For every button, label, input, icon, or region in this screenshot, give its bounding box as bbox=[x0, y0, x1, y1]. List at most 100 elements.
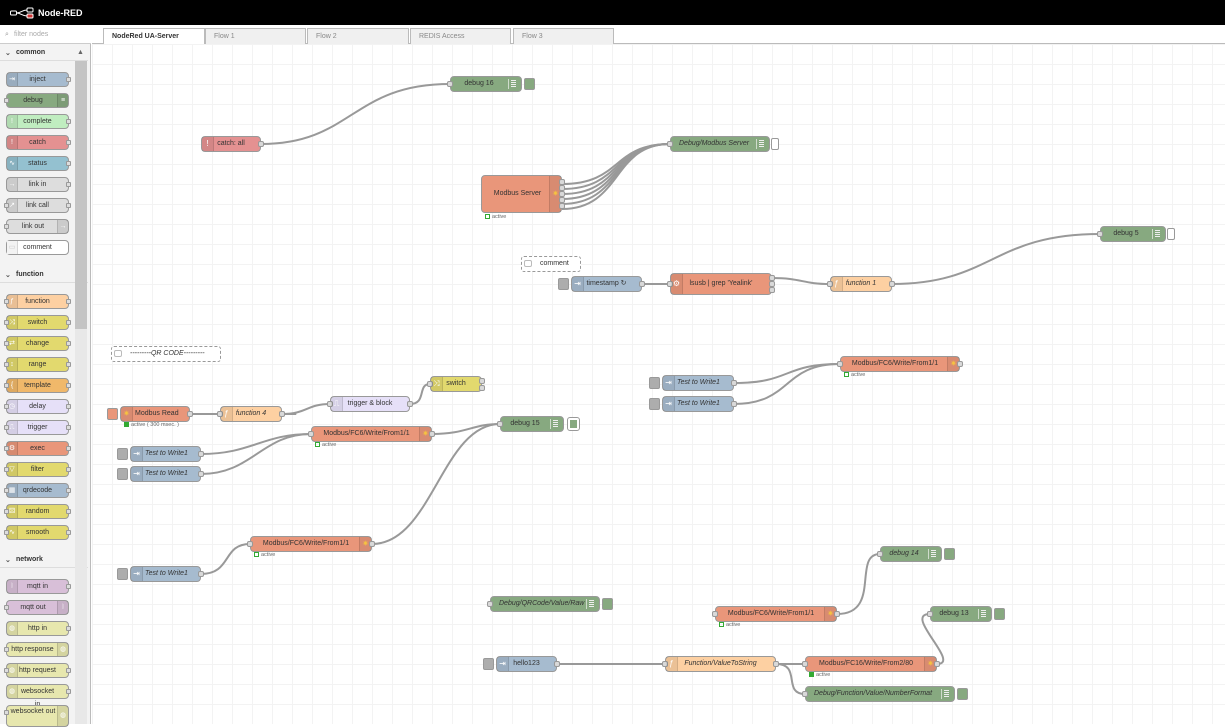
node-debug-16[interactable]: debug 16 bbox=[447, 76, 535, 92]
palette-node-smooth[interactable]: ∿smooth bbox=[4, 525, 71, 540]
palette-node-range[interactable]: ↕range bbox=[4, 357, 71, 372]
output-port bbox=[66, 467, 71, 472]
palette-node-template[interactable]: {template bbox=[4, 378, 71, 393]
tab-flow-1[interactable]: Flow 1 bbox=[205, 28, 306, 44]
palette-node-change[interactable]: ⇄change bbox=[4, 336, 71, 351]
inject-button[interactable] bbox=[649, 398, 660, 410]
node-catch-all[interactable]: ! catch: all bbox=[201, 136, 264, 152]
tab-flow-3[interactable]: Flow 3 bbox=[513, 28, 614, 44]
output-port bbox=[639, 281, 645, 287]
palette-category-network[interactable]: ⌄ network bbox=[0, 552, 88, 568]
palette-node-comment[interactable]: ▭comment bbox=[6, 240, 69, 255]
debug-toggle-button[interactable] bbox=[1167, 228, 1175, 240]
node-debug-14[interactable]: debug 14 bbox=[877, 546, 955, 562]
output-port bbox=[834, 611, 840, 617]
node-modbus-read[interactable]: ✷ Modbus Read bbox=[107, 406, 193, 422]
output-port bbox=[66, 689, 71, 694]
inject-button[interactable] bbox=[117, 448, 128, 460]
modbus-read-toggle[interactable] bbox=[107, 408, 118, 420]
node-modbus-server[interactable]: Modbus Server ✷ bbox=[481, 175, 565, 213]
inject-button[interactable] bbox=[117, 468, 128, 480]
node-function-value-to-string[interactable]: ƒ Function/ValueToString bbox=[662, 656, 779, 672]
node-test-write-b1[interactable]: ⇥ Test to Write1 bbox=[117, 446, 204, 462]
node-modbus-write-d[interactable]: Modbus/FC6/Write/From1/1 ✷ bbox=[712, 606, 840, 622]
node-test-write-c[interactable]: ⇥ Test to Write1 bbox=[117, 566, 204, 582]
node-test-write-b2[interactable]: ⇥ Test to Write1 bbox=[117, 466, 204, 482]
inject-button[interactable] bbox=[483, 658, 494, 670]
node-modbus-write-b[interactable]: Modbus/FC6/Write/From1/1 ✷ bbox=[308, 426, 435, 442]
node-modbus-write-fc16[interactable]: Modbus/FC16/Write/From2/80 ✷ bbox=[802, 656, 940, 672]
palette-node-websocket-out[interactable]: websocket out◍ bbox=[4, 705, 69, 727]
collapse-up-icon[interactable]: ▲ bbox=[77, 49, 84, 56]
debug-toggle-button[interactable] bbox=[994, 608, 1005, 620]
output-port bbox=[187, 411, 193, 417]
arrow-icon: ⇥ bbox=[663, 376, 675, 390]
node-timestamp-inject[interactable]: ⇥ timestamp ↻ bbox=[558, 276, 645, 292]
input-port bbox=[4, 530, 9, 535]
node-modbus-write-c[interactable]: Modbus/FC6/Write/From1/1 ✷ bbox=[247, 536, 375, 552]
node-test-write-a1[interactable]: ⇥ Test to Write1 bbox=[649, 375, 737, 391]
palette-node-http-request[interactable]: ◍http request bbox=[4, 663, 71, 678]
node-label: change bbox=[26, 340, 49, 347]
palette-node-filter[interactable]: ▽filter bbox=[4, 462, 71, 477]
palette-node-link-call[interactable]: ↗link call bbox=[4, 198, 71, 213]
palette-scrollbar-thumb[interactable] bbox=[75, 61, 87, 329]
palette-node-trigger[interactable]: ⎍trigger bbox=[4, 420, 71, 435]
filter-nodes-input[interactable]: ⌕ filter nodes bbox=[0, 27, 91, 44]
output-port bbox=[773, 661, 779, 667]
wire bbox=[371, 423, 501, 545]
palette-node-exec[interactable]: ⚙exec bbox=[4, 441, 71, 456]
palette-node-catch[interactable]: !catch bbox=[6, 135, 71, 150]
palette-node-inject[interactable]: ⇥inject bbox=[6, 72, 71, 87]
debug-toggle-button[interactable] bbox=[944, 548, 955, 560]
node-switch[interactable]: ⤨ switch bbox=[427, 376, 485, 392]
category-label: common bbox=[16, 49, 46, 56]
inject-button[interactable] bbox=[117, 568, 128, 580]
node-trigger-block[interactable]: ⎍ trigger & block bbox=[327, 396, 413, 412]
palette-node-http-in[interactable]: ◍http in bbox=[6, 621, 71, 636]
palette-node-link-in[interactable]: →link in bbox=[6, 177, 71, 192]
debug-toggle-button[interactable] bbox=[602, 598, 613, 610]
palette-node-switch[interactable]: ⤨switch bbox=[4, 315, 71, 330]
node-test-write-a2[interactable]: ⇥ Test to Write1 bbox=[649, 396, 737, 412]
node-debug-5[interactable]: debug 5 bbox=[1097, 226, 1175, 242]
node-debug-13[interactable]: debug 13 bbox=[927, 606, 1005, 622]
arrow-icon: ⇥ bbox=[663, 397, 675, 411]
tab-flow-2[interactable]: Flow 2 bbox=[307, 28, 409, 44]
debug-toggle-button[interactable] bbox=[524, 78, 535, 90]
node-comment[interactable]: comment bbox=[521, 256, 581, 272]
palette-node-websocket-in[interactable]: ◍websocket in bbox=[6, 684, 71, 708]
palette-node-link-out[interactable]: link out→ bbox=[4, 219, 69, 234]
palette-node-mqtt-in[interactable]: ⦚mqtt in bbox=[6, 579, 71, 594]
palette-node-complete[interactable]: !complete bbox=[6, 114, 71, 129]
tab-redis-access[interactable]: REDIS Access bbox=[410, 28, 511, 44]
node-hello123-inject[interactable]: ⇥ hello123 bbox=[483, 656, 560, 672]
node-debug-modbus-server[interactable]: Debug/Modbus Server bbox=[667, 136, 779, 152]
tab-nodered-ua-server[interactable]: NodeRed UA-Server bbox=[103, 28, 205, 45]
debug-toggle-button[interactable] bbox=[957, 688, 968, 700]
node-exec-lsusb[interactable]: ⚙ lsusb | grep 'Yealink' bbox=[667, 273, 775, 295]
palette-node-debug[interactable]: debug≡ bbox=[4, 93, 69, 108]
inject-button[interactable] bbox=[649, 377, 660, 389]
palette-node-delay[interactable]: ◷delay bbox=[4, 399, 71, 414]
palette-node-status[interactable]: ∿status bbox=[6, 156, 71, 171]
debug-toggle-button[interactable] bbox=[567, 417, 580, 431]
node-modbus-write-a[interactable]: Modbus/FC6/Write/From1/1 ✷ bbox=[837, 356, 963, 372]
node-debug-15[interactable]: debug 15 bbox=[497, 416, 580, 432]
palette-node-http-response[interactable]: http response◍ bbox=[4, 642, 69, 657]
palette-category-function[interactable]: ⌄ function bbox=[0, 267, 88, 283]
node-debug-function-numberformat[interactable]: Debug/Function/Value/NumberFormat bbox=[802, 686, 968, 702]
palette-node-mqtt-out[interactable]: mqtt out⦚ bbox=[4, 600, 69, 615]
node-debug-qrcode-raw[interactable]: Debug/QRCode/Value/Raw bbox=[487, 596, 613, 612]
palette-node-qrdecode[interactable]: ▦qrdecode bbox=[4, 483, 71, 498]
node-qrcode-comment[interactable]: ---------QR CODE--------- bbox=[111, 346, 221, 362]
debug-toggle-button[interactable] bbox=[771, 138, 779, 150]
node-function-1[interactable]: ƒ function 1 bbox=[827, 276, 895, 292]
node-function-4[interactable]: ƒ function 4 bbox=[217, 406, 285, 422]
node-label: Modbus/FC6/Write/From1/1 bbox=[727, 610, 815, 617]
flow-canvas[interactable]: debug 16 ! catch: all Debug/Modbus Serve… bbox=[92, 44, 1225, 724]
palette-node-random[interactable]: ⚄random bbox=[4, 504, 71, 519]
inject-button[interactable] bbox=[558, 278, 569, 290]
palette-category-common[interactable]: ⌄ common ▲ bbox=[0, 45, 88, 61]
